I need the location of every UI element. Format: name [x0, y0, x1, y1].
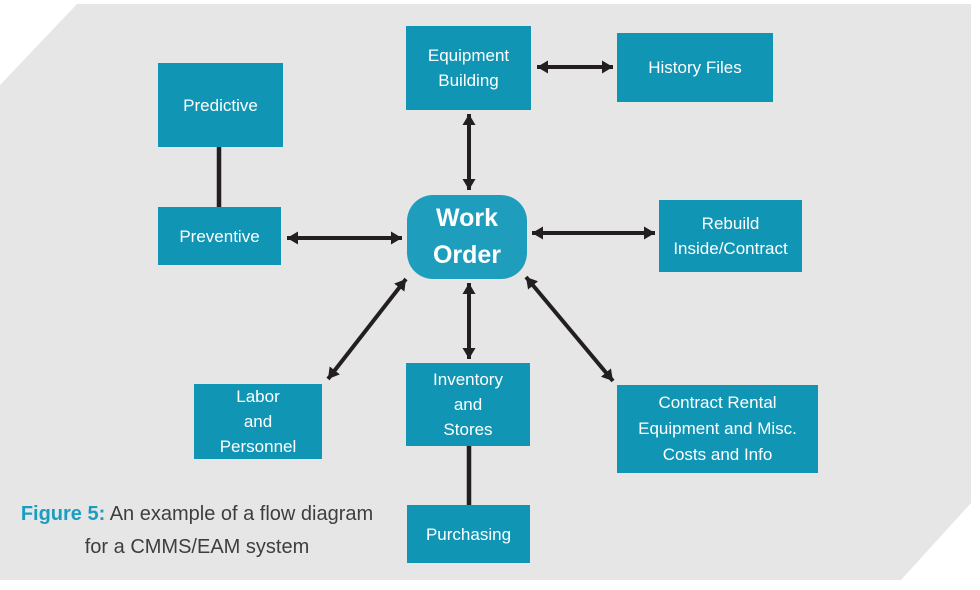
node-work-order-label: Work Order [432, 204, 502, 269]
node-labor-personnel: Labor and Personnel [194, 384, 322, 459]
node-purchasing-label: Purchasing [425, 524, 512, 544]
figure-caption-number: Figure 5: [20, 503, 106, 525]
node-contract-rental: Contract Rental Equipment and Misc. Cost… [617, 385, 818, 473]
node-preventive: Preventive [158, 207, 281, 265]
node-predictive-label: Predictive [183, 95, 258, 115]
node-preventive-label: Preventive [179, 226, 260, 246]
node-rebuild-inside-contract-label: Rebuild Inside/Contract [673, 214, 788, 258]
node-contract-rental-label: Contract Rental Equipment and Misc. Cost… [638, 393, 797, 464]
node-inventory-stores: Inventory and Stores [406, 363, 530, 446]
figure-caption: Figure 5: An example of a flow diagram f… [18, 498, 376, 564]
figure-caption-text-line1: An example of a flow diagram [109, 503, 374, 525]
node-purchasing: Purchasing [407, 505, 530, 563]
figure-caption-text-line2: for a CMMS/EAM system [84, 536, 310, 558]
node-rebuild-inside-contract: Rebuild Inside/Contract [659, 200, 802, 272]
node-labor-personnel-label: Labor and Personnel [219, 387, 297, 456]
node-history-files: History Files [617, 33, 773, 102]
node-equipment-building-label: Equipment Building [427, 46, 510, 90]
node-inventory-stores-label: Inventory and Stores [433, 370, 503, 439]
edge-workorder-labor [326, 277, 408, 381]
node-predictive: Predictive [158, 63, 283, 147]
figure-caption-line1: Figure 5: An example of a flow diagram [18, 498, 376, 531]
node-history-files-label: History Files [648, 58, 742, 77]
node-work-order: Work Order [407, 195, 527, 279]
node-equipment-building: Equipment Building [406, 26, 531, 110]
edge-workorder-contract [524, 275, 615, 383]
